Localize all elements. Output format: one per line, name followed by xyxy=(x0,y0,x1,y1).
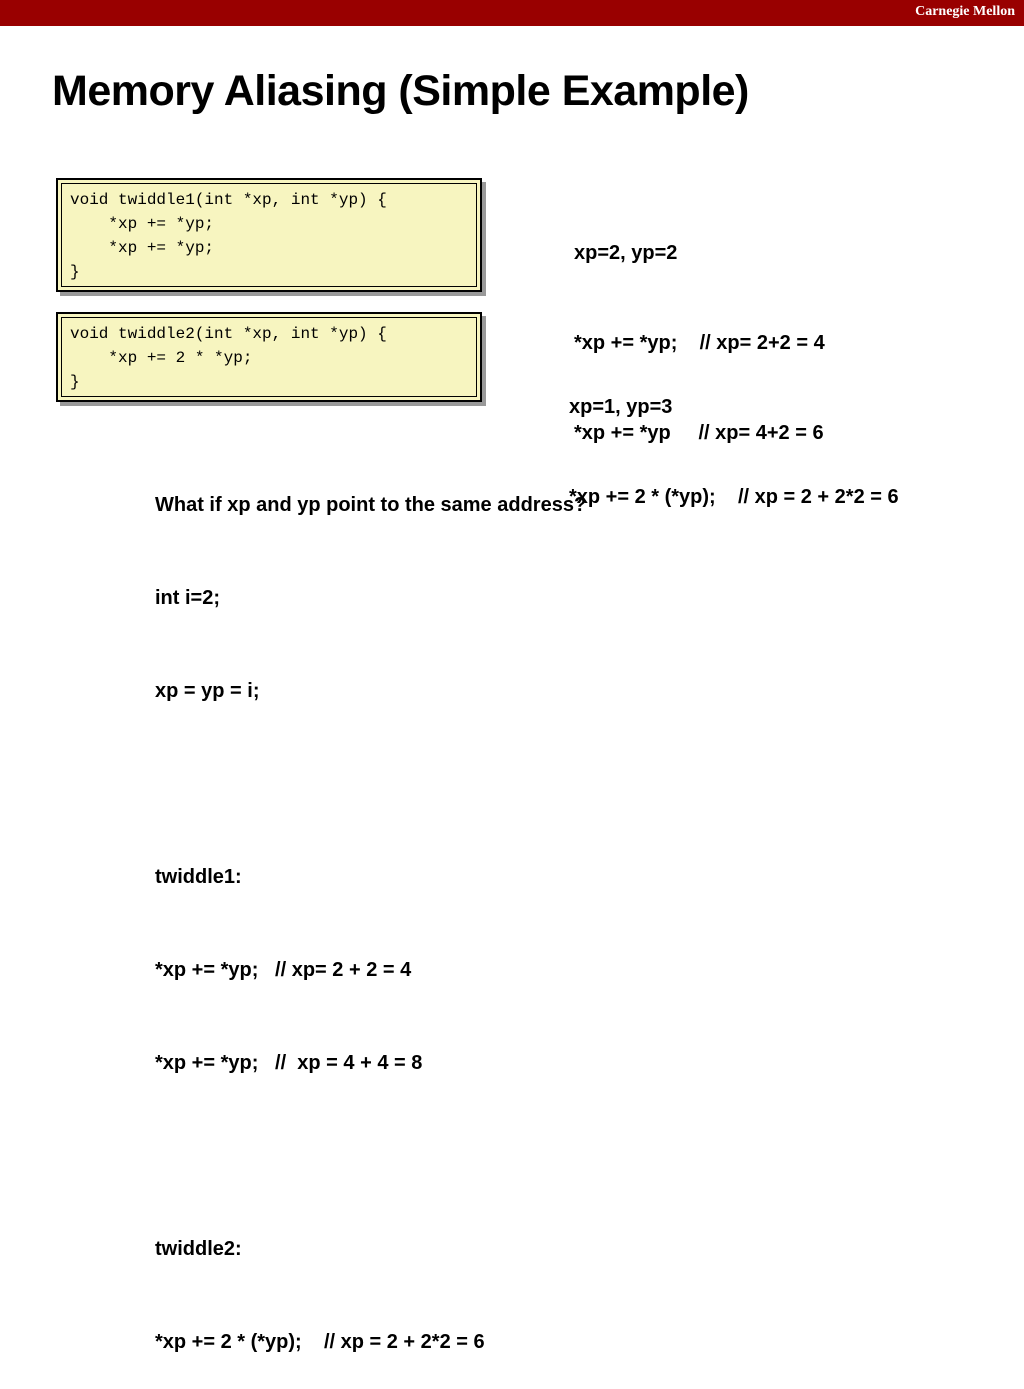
discussion-line: twiddle2: xyxy=(155,1238,242,1260)
code-line: void twiddle2(int *xp, int *yp) { xyxy=(70,325,387,343)
twiddle1-trace-note: xp=2, yp=2 *xp += *yp; // xp= 2+2 = 4 *x… xyxy=(574,178,825,478)
twiddle2-trace-note: xp=1, yp=3 *xp += 2 * (*yp); // xp = 2 +… xyxy=(569,332,899,542)
discussion-line: *xp += *yp; // xp= 2 + 2 = 4 xyxy=(155,959,412,981)
code-block-twiddle1-inner: void twiddle1(int *xp, int *yp) { *xp +=… xyxy=(61,183,477,287)
discussion-line: *xp += 2 * (*yp); // xp = 2 + 2*2 = 6 xyxy=(155,1331,485,1353)
note-line: *xp += *yp; // xp= 2+2 = 4 xyxy=(574,332,825,354)
discussion-line: twiddle1: xyxy=(155,866,242,888)
discussion-line: xp = yp = i; xyxy=(155,680,260,702)
note-line: xp=1, yp=3 xyxy=(569,396,673,418)
aliasing-discussion: What if xp and yp point to the same addr… xyxy=(155,428,586,1389)
discussion-line: What if xp and yp point to the same addr… xyxy=(155,494,587,516)
code-block-twiddle2: void twiddle2(int *xp, int *yp) { *xp +=… xyxy=(56,312,482,402)
discussion-line: int i=2; xyxy=(155,587,221,609)
discussion-spacer xyxy=(155,769,586,800)
code-line: *xp += *yp; xyxy=(70,215,215,233)
code-line: void twiddle1(int *xp, int *yp) { xyxy=(70,191,387,209)
note-line: *xp += 2 * (*yp); // xp = 2 + 2*2 = 6 xyxy=(569,486,899,508)
note-line: *xp += *yp // xp= 4+2 = 6 xyxy=(574,422,824,444)
slide-title: Memory Aliasing (Simple Example) xyxy=(52,67,749,115)
discussion-spacer xyxy=(155,1141,586,1172)
code-block-twiddle1: void twiddle1(int *xp, int *yp) { *xp +=… xyxy=(56,178,482,292)
code-line: } xyxy=(70,373,80,391)
note-line: xp=2, yp=2 xyxy=(574,242,678,264)
header-bar: Carnegie Mellon xyxy=(0,0,1024,26)
code-block-twiddle2-inner: void twiddle2(int *xp, int *yp) { *xp +=… xyxy=(61,317,477,397)
code-line: *xp += *yp; xyxy=(70,239,215,257)
code-line: } xyxy=(70,263,80,281)
brand-label: Carnegie Mellon xyxy=(915,4,1015,19)
code-line: *xp += 2 * *yp; xyxy=(70,349,253,367)
discussion-line: *xp += *yp; // xp = 4 + 4 = 8 xyxy=(155,1052,423,1074)
